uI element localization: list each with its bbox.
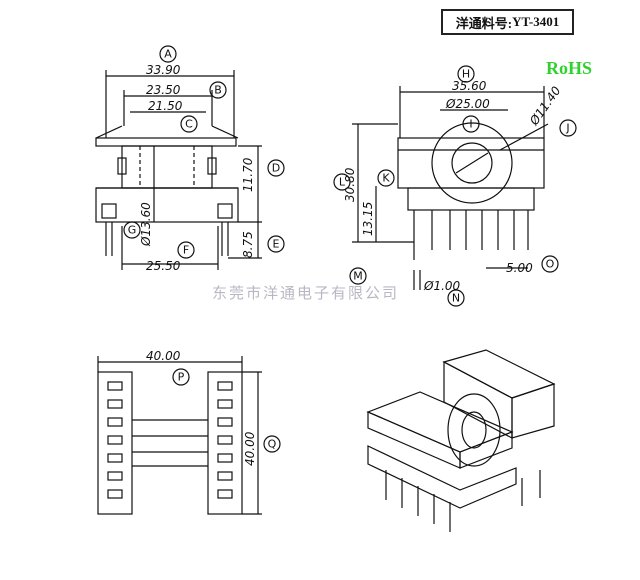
ref-letter-g: G: [128, 224, 137, 237]
ref-letter-o: O: [546, 258, 555, 271]
side-view: [333, 65, 577, 307]
ref-letter-n: N: [452, 292, 460, 305]
ref-letter-f: F: [183, 244, 189, 257]
ref-letter-l: L: [339, 176, 346, 189]
ref-letter-p: P: [178, 371, 185, 384]
dim-i-value: Ø25.00: [445, 97, 490, 111]
ref-letter-q: Q: [268, 438, 277, 451]
dim-e-value: 8.75: [241, 231, 255, 258]
ref-letter-m: M: [353, 270, 363, 283]
ref-letter-i: I: [469, 118, 472, 131]
ref-letter-c: C: [185, 118, 193, 131]
part-number-box: 洋通料号: YT-3401: [441, 9, 574, 35]
dim-b-value: 23.50: [146, 83, 181, 97]
front-view: [95, 45, 285, 270]
dim-f-value: 25.50: [146, 259, 181, 273]
dim-g-value: Ø13.60: [139, 202, 153, 247]
part-number-label: 洋通料号:: [455, 15, 513, 31]
dim-k-value: 13.15: [361, 202, 375, 236]
ref-letter-k: K: [382, 172, 390, 185]
dim-q-value: 40.00: [243, 431, 257, 466]
ref-letter-a: A: [164, 48, 172, 61]
dim-j-value: Ø11.40: [526, 84, 563, 129]
ref-letter-d: D: [272, 162, 280, 175]
dim-c-value: 21.50: [148, 99, 183, 113]
ref-letter-j: J: [565, 122, 569, 135]
isometric-view: [366, 349, 556, 532]
dim-d-value: 11.70: [241, 157, 255, 192]
ref-letter-e: E: [273, 238, 280, 251]
company-watermark: 东莞市洋通电子有限公司: [212, 285, 400, 302]
bottom-view-pins: [107, 381, 233, 499]
bottom-view: [97, 356, 281, 515]
rohs-label: RoHS: [546, 58, 593, 78]
dim-l-value: 30.80: [343, 167, 357, 202]
dim-h-value: 35.60: [452, 79, 487, 93]
dim-a-value: 33.90: [146, 63, 181, 77]
part-number-value: YT-3401: [512, 14, 560, 29]
dim-n-value: Ø1.00: [423, 279, 461, 293]
dim-p-value: 40.00: [146, 349, 181, 363]
dim-o-value: 5.00: [506, 261, 533, 275]
ref-letter-b: B: [214, 84, 222, 97]
ref-letter-h: H: [462, 68, 470, 81]
